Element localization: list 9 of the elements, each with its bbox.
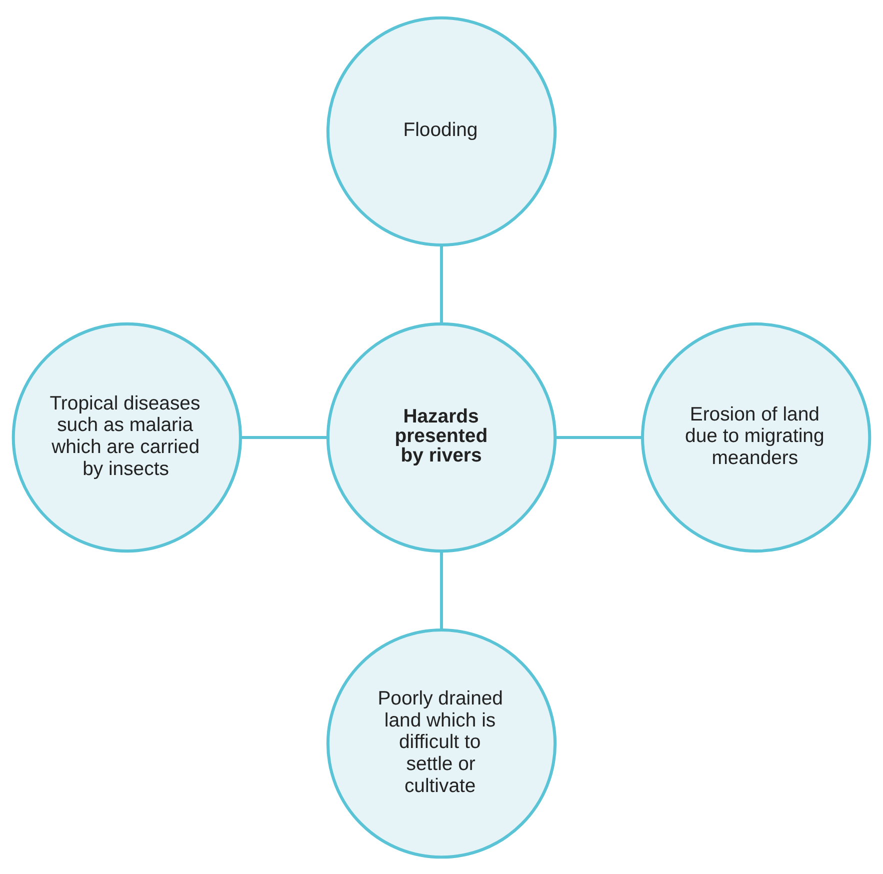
node-circle: Flooding <box>326 16 557 246</box>
connector <box>240 435 328 439</box>
node-circle: Tropical diseases such as malaria which are carried by insects <box>12 322 242 552</box>
connector <box>555 435 642 439</box>
connector <box>440 244 444 324</box>
node-circle: Hazards presented by rivers <box>326 322 557 552</box>
node-circle: Erosion of land due to migrating meanders <box>641 322 872 552</box>
node-circle: Poorly drained land which is difficult to settle or cultivate <box>326 628 557 858</box>
connector <box>440 550 444 630</box>
